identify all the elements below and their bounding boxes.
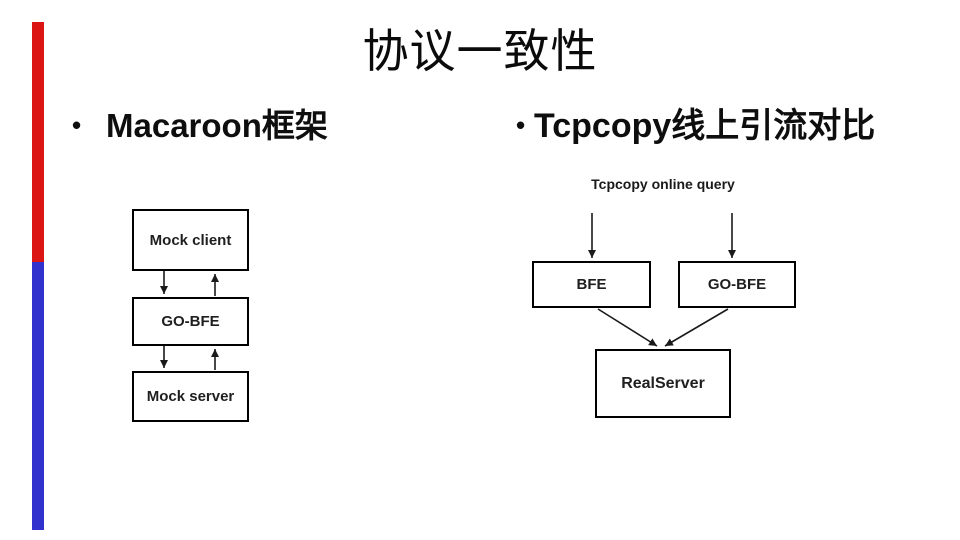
diagram-caption-tcpcopy-online-query: Tcpcopy online query — [591, 176, 735, 192]
bullet-macaroon-heading: • Macaroon框架 — [72, 104, 328, 149]
bullet-macaroon-label: Macaroon框架 — [106, 107, 328, 144]
arrow-bfe-to-realserver — [597, 308, 658, 347]
bullet-tcpcopy-label: Tcpcopy线上引流对比 — [534, 107, 876, 145]
bullet-marker: • — [516, 110, 526, 140]
bullet-tcpcopy-heading: • Tcpcopy线上引流对比 — [516, 104, 875, 150]
accent-bar-blue-segment — [32, 262, 44, 530]
diagram-node-bfe: BFE — [532, 261, 651, 308]
diagram-node-realserver: RealServer — [595, 349, 731, 418]
accent-bar — [32, 22, 44, 530]
arrow-gobfe-to-realserver — [664, 308, 729, 347]
diagram-node-go-bfe-left: GO-BFE — [132, 297, 249, 346]
diagram-node-go-bfe-right: GO-BFE — [678, 261, 796, 308]
bullet-marker: • — [72, 110, 82, 140]
diagram-node-mock-server: Mock server — [132, 371, 249, 422]
diagram-node-mock-client: Mock client — [132, 209, 249, 271]
accent-bar-red-segment — [32, 22, 44, 262]
slide-title: 协议一致性 — [362, 24, 598, 78]
